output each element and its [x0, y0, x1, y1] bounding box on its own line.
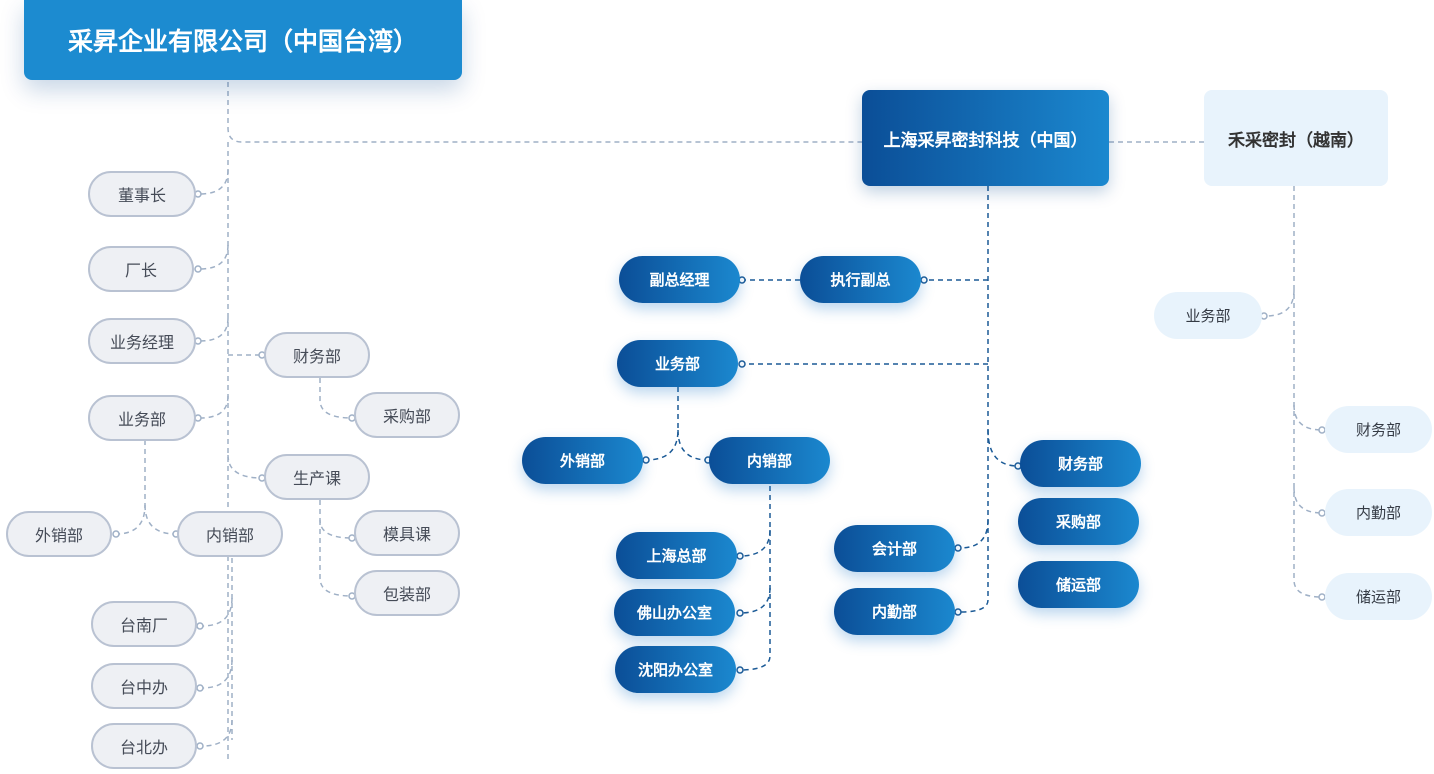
- cn-node-executive-vp: 执行副总: [800, 256, 921, 303]
- tw-node-mold: 模具课: [354, 510, 460, 556]
- cn-node-accounting: 会计部: [834, 525, 955, 572]
- cn-node-logistics: 储运部: [1018, 561, 1139, 608]
- cn-node-domestic-sales: 内销部: [709, 437, 830, 484]
- cn-node-purchasing: 采购部: [1018, 498, 1139, 545]
- cn-node-finance: 财务部: [1020, 440, 1141, 487]
- vn-node-sales-dept: 业务部: [1154, 292, 1262, 339]
- tw-node-packaging: 包装部: [354, 570, 460, 616]
- cn-node-export-sales: 外销部: [522, 437, 643, 484]
- company-vietnam: 禾采密封（越南）: [1204, 90, 1388, 186]
- vietnam-connector-dots: [1260, 312, 1326, 601]
- company-taiwan: 采昇企业有限公司（中国台湾）: [24, 0, 462, 80]
- tw-node-tainan-plant: 台南厂: [91, 601, 197, 647]
- tw-node-taipei-office: 台北办: [91, 723, 197, 769]
- cn-node-shenyang-office: 沈阳办公室: [615, 646, 736, 693]
- cn-node-foshan-office: 佛山办公室: [614, 589, 735, 636]
- tw-node-factory-head: 厂长: [88, 246, 194, 292]
- cn-node-sales-dept: 业务部: [617, 340, 738, 387]
- company-shanghai: 上海采昇密封科技（中国）: [862, 90, 1109, 186]
- cn-node-internal-affairs: 内勤部: [834, 588, 955, 635]
- tw-node-chairman: 董事长: [88, 171, 196, 217]
- vn-node-finance: 财务部: [1325, 406, 1432, 453]
- vn-node-logistics: 储运部: [1325, 573, 1432, 620]
- vietnam-connectors: [1265, 186, 1323, 598]
- tw-node-sales-manager: 业务经理: [88, 318, 196, 364]
- tw-node-export-sales: 外销部: [6, 511, 112, 557]
- cn-node-deputy-gm: 副总经理: [619, 256, 740, 303]
- vn-node-internal-affairs: 内勤部: [1325, 489, 1432, 536]
- tw-node-finance: 财务部: [264, 332, 370, 378]
- tw-node-taichung-office: 台中办: [91, 663, 197, 709]
- cn-node-shanghai-hq: 上海总部: [616, 532, 737, 579]
- tw-node-production: 生产课: [264, 454, 370, 500]
- tw-node-domestic-sales: 内销部: [177, 511, 283, 557]
- tw-node-sales-dept: 业务部: [88, 395, 196, 441]
- tw-node-purchasing: 采购部: [354, 392, 460, 438]
